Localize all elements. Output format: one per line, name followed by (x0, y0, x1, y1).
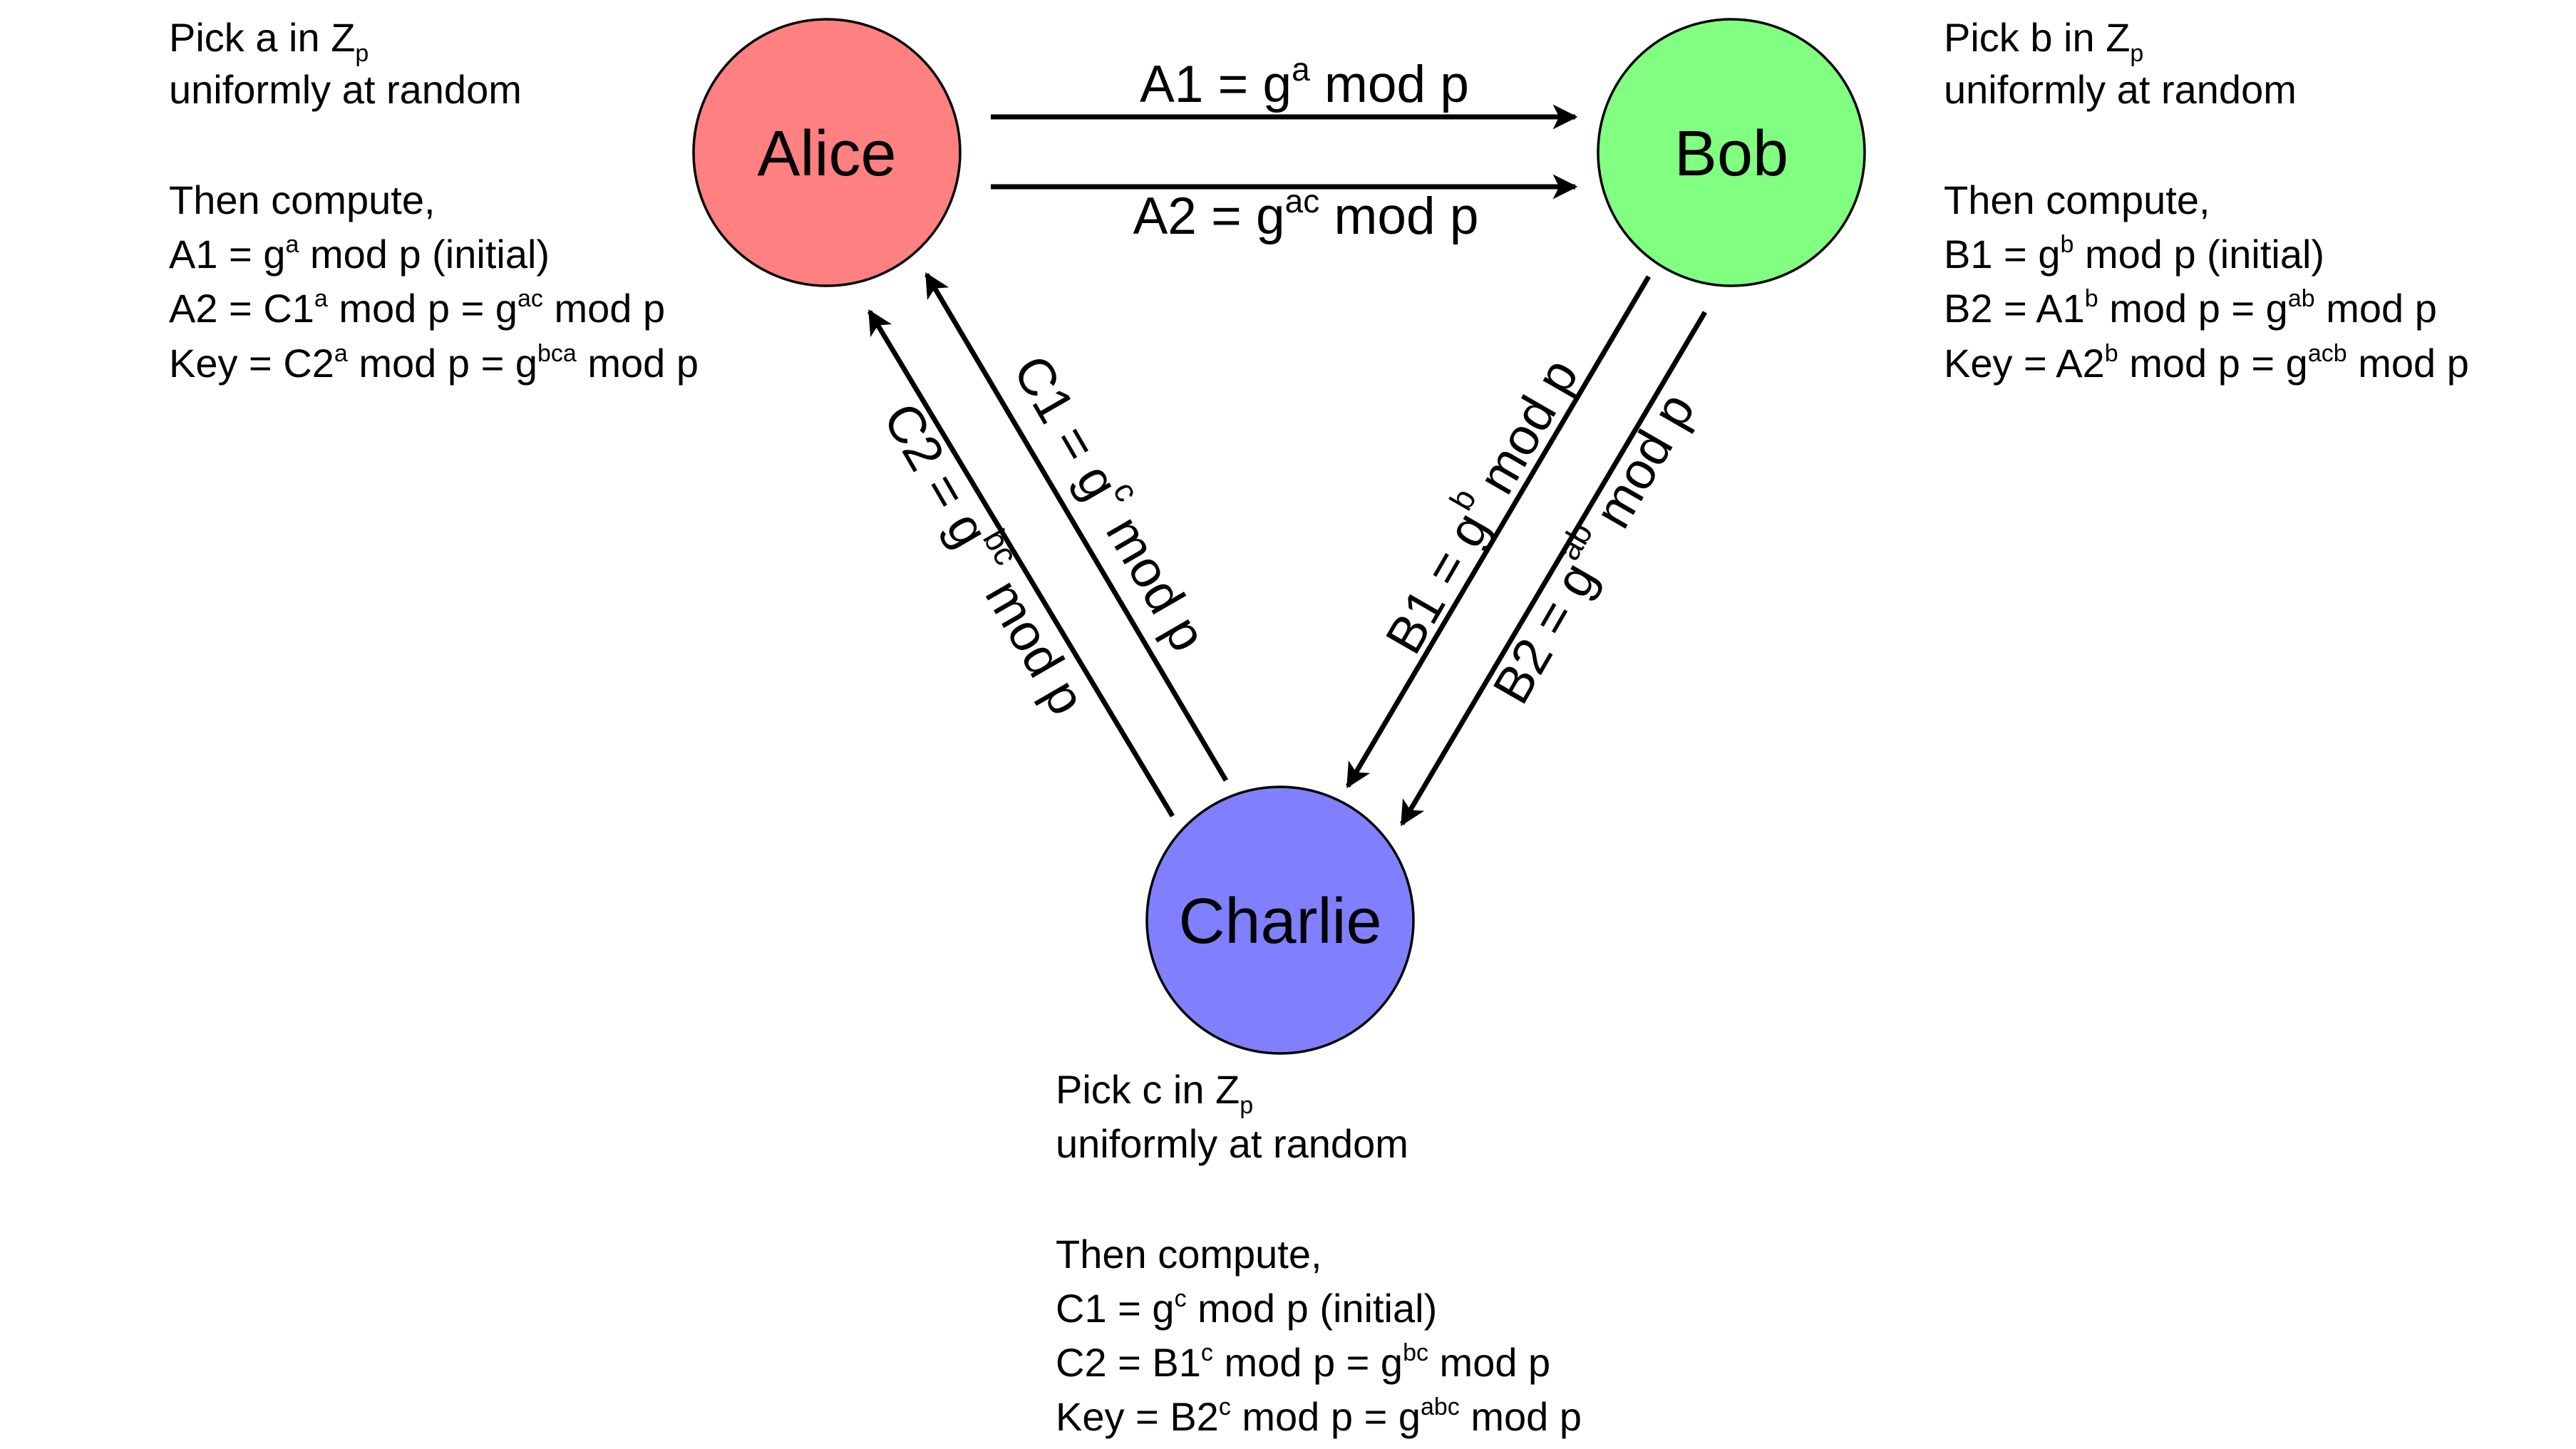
charlie-node: Charlie (1145, 785, 1415, 1055)
bob-then-line: Then compute, (1944, 177, 2210, 222)
message-a1-label: A1 = ga mod p (1140, 51, 1469, 113)
bob-label: Bob (1674, 118, 1788, 190)
charlie-compute-line-1: C1 = gc mod p (initial) (1056, 1285, 1437, 1331)
charlie-circle (1145, 785, 1415, 1055)
alice-then-line: Then compute, (169, 177, 436, 222)
alice-random-line: uniformly at random (169, 67, 522, 112)
alice-pick-line: Pick a in Zp (169, 15, 369, 67)
charlie-label: Charlie (1178, 886, 1381, 957)
bob-notes: Pick b in Zp uniformly at random Then co… (1944, 15, 2469, 386)
alice-compute-line-1: A1 = ga mod p (initial) (169, 231, 550, 277)
alice-label: Alice (757, 118, 896, 190)
charlie-key-line: Key = B2c mod p = gabc mod p (1056, 1393, 1582, 1439)
bob-key-line: Key = A2b mod p = gacb mod p (1944, 340, 2469, 386)
charlie-compute-line-2: C2 = B1c mod p = gbc mod p (1056, 1339, 1550, 1385)
arrow-c2 (867, 309, 1175, 818)
arrow-c1 (924, 272, 1229, 782)
charlie-notes: Pick c in Zp uniformly at random Then co… (1056, 1067, 1582, 1439)
bob-compute-line-1: B1 = gb mod p (initial) (1944, 231, 2324, 277)
bob-random-line: uniformly at random (1944, 67, 2297, 112)
alice-node: Alice (692, 18, 962, 287)
charlie-then-line: Then compute, (1056, 1232, 1322, 1277)
bob-node: Bob (1597, 18, 1866, 287)
arrow-b2 (1399, 311, 1708, 827)
bob-pick-line: Pick b in Zp (1944, 15, 2143, 67)
charlie-pick-line: Pick c in Zp (1056, 1067, 1253, 1119)
alice-notes: Pick a in Zp uniformly at random Then co… (169, 15, 699, 386)
charlie-random-line: uniformly at random (1056, 1121, 1408, 1166)
alice-circle (692, 18, 962, 287)
bob-compute-line-2: B2 = A1b mod p = gab mod p (1944, 285, 2437, 331)
bob-circle (1597, 18, 1866, 287)
alice-compute-line-2: A2 = C1a mod p = gac mod p (169, 285, 665, 331)
arrow-b1 (1345, 275, 1652, 789)
alice-key-line: Key = C2a mod p = gbca mod p (169, 340, 699, 386)
message-a2-label: A2 = gac mod p (1133, 182, 1479, 245)
